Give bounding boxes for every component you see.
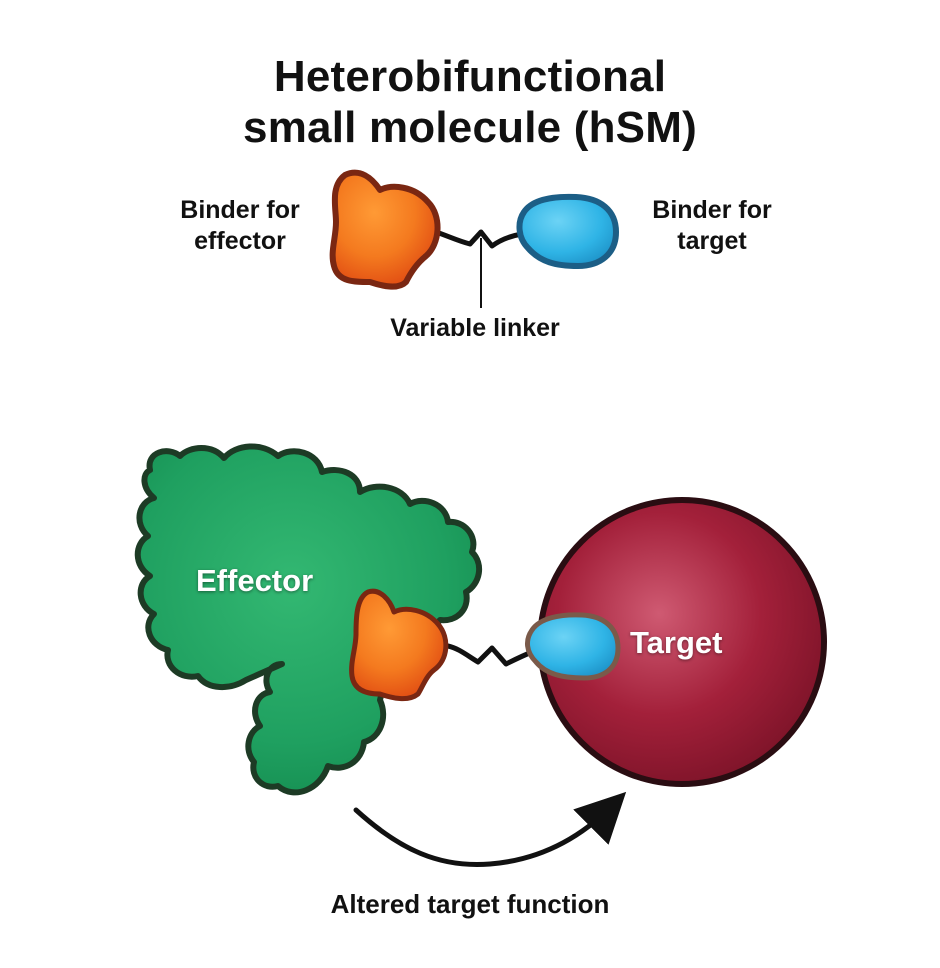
- variable-linker: [433, 229, 525, 249]
- binder-effector-label-line-1: Binder for: [180, 196, 300, 224]
- effector-label: Effector: [196, 563, 314, 598]
- variable-linker-label: Variable linker: [390, 314, 560, 342]
- title-line-1: Heterobifunctional: [273, 52, 667, 101]
- target-binder-top: [516, 193, 619, 269]
- effector-binder-top: [329, 169, 441, 290]
- target-label: Target: [630, 625, 723, 660]
- effector-binder-complex: [349, 588, 449, 702]
- title-line-2: small molecule (hSM): [243, 103, 697, 152]
- altered-target-function-label: Altered target function: [330, 889, 610, 919]
- binder-target-label-line-1: Binder for: [652, 196, 772, 224]
- complex-linker: [445, 643, 535, 667]
- ternary-complex: [134, 443, 827, 868]
- hsm-molecule: [329, 169, 619, 308]
- target-binder-complex: [525, 612, 621, 681]
- altered-function-arrow: [353, 791, 627, 868]
- binder-effector-label-line-2: effector: [194, 227, 286, 255]
- effector-protein: [134, 443, 483, 796]
- binder-target-label-line-2: target: [677, 227, 747, 255]
